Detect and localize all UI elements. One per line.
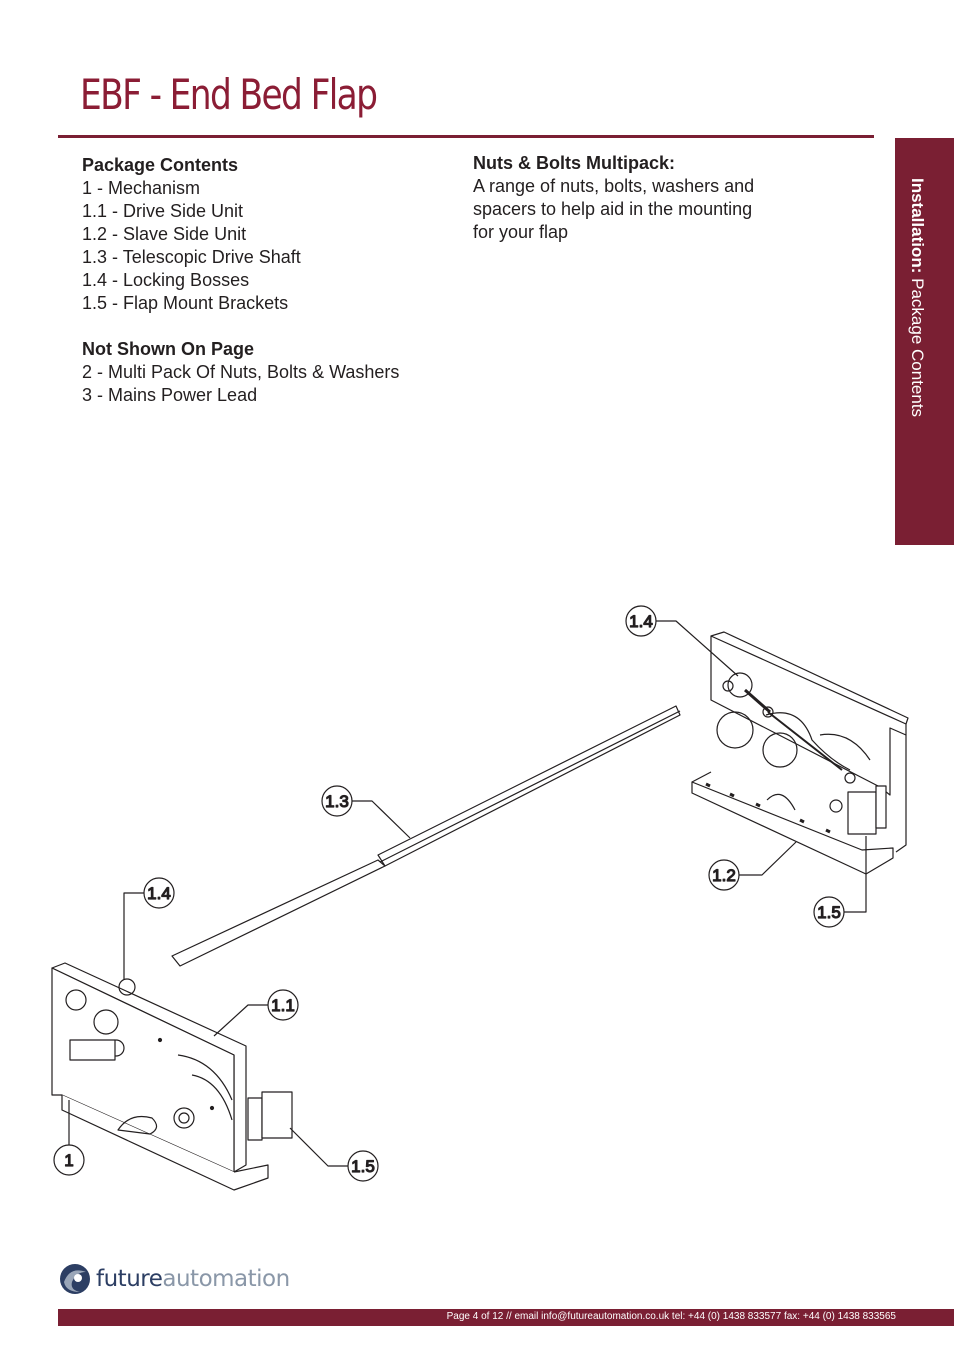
title-divider	[58, 135, 874, 138]
footer-contact-text: Page 4 of 12 // email info@futureautomat…	[446, 1311, 896, 1322]
list-item: 1.3 - Telescopic Drive Shaft	[82, 247, 301, 267]
logo-swirl-icon	[60, 1264, 90, 1294]
callout-1-4-top: 1.4	[629, 612, 653, 631]
callout-1-1: 1.1	[271, 996, 295, 1015]
callout-1-4-left: 1.4	[147, 884, 171, 903]
slave-side-unit	[691, 631, 909, 875]
side-label-rest: Package Contents	[908, 273, 927, 418]
drive-side-unit	[51, 962, 293, 1191]
nuts-bolts-body: A range of nuts, bolts, washers and spac…	[473, 176, 755, 242]
list-item: 1.4 - Locking Bosses	[82, 270, 250, 290]
mechanism-diagram: 1.4 1.3 1.2 1.5 1.4 1.1 1 1.5	[51, 605, 909, 1191]
list-item: 2 - Multi Pack Of Nuts, Bolts & Washers	[82, 362, 400, 382]
list-item: 1.1 - Drive Side Unit	[82, 201, 244, 221]
not-shown-heading: Not Shown On Page	[82, 339, 255, 359]
callout-1-5-right: 1.5	[817, 903, 841, 922]
package-contents-column: Package Contents 1 - Mechanism 1.1 - Dri…	[82, 154, 399, 407]
page-title: EBF - End Bed Flap	[80, 70, 378, 119]
section-side-label: Installation: Package Contents	[907, 178, 927, 417]
company-logo: futureautomation	[58, 1262, 290, 1296]
list-item: 3 - Mains Power Lead	[82, 385, 258, 405]
nuts-bolts-column: Nuts & Bolts Multipack: A range of nuts,…	[473, 152, 773, 244]
telescopic-drive-shaft	[171, 705, 681, 967]
logo-text-future: future	[96, 1266, 163, 1292]
footer-bar: Page 4 of 12 // email info@futureautomat…	[58, 1309, 954, 1326]
side-label-bold: Installation:	[908, 178, 927, 274]
callout-labels: 1.4 1.3 1.2 1.5 1.4 1.1 1 1.5	[53, 605, 867, 1182]
callout-1-2: 1.2	[712, 866, 736, 885]
callout-1-3: 1.3	[325, 792, 349, 811]
callout-1-5-left: 1.5	[351, 1157, 375, 1176]
list-item: 1 - Mechanism	[82, 178, 201, 198]
list-item: 1.5 - Flap Mount Brackets	[82, 293, 289, 313]
nuts-bolts-heading: Nuts & Bolts Multipack:	[473, 153, 676, 173]
logo-text-automation: automation	[162, 1266, 290, 1292]
package-contents-heading: Package Contents	[82, 155, 239, 175]
section-side-tab	[895, 138, 954, 545]
list-item: 1.2 - Slave Side Unit	[82, 224, 247, 244]
callout-1: 1	[64, 1151, 73, 1170]
